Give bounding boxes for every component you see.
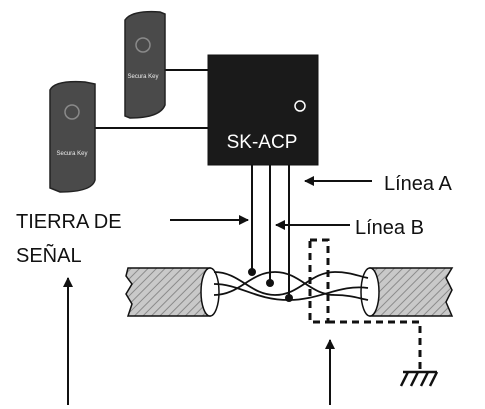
junction-line-a	[285, 294, 293, 302]
reader-2-brand: Secura Key	[56, 151, 87, 157]
label-signal-ground-1: TIERRA DE	[16, 211, 122, 233]
controller-box: SK-ACP	[207, 54, 319, 166]
shield-drain-dashed	[308, 238, 422, 370]
junction-line-b	[266, 279, 274, 287]
card-reader-1: Secura Key	[124, 10, 166, 119]
label-line-b: Línea B	[355, 217, 424, 239]
label-line-a: Línea A	[384, 173, 453, 195]
reader-1-sensor-icon	[135, 37, 151, 53]
label-signal-ground-2: SEÑAL	[16, 243, 82, 267]
cable-left	[125, 267, 220, 317]
controller-label: SK-ACP	[227, 132, 298, 153]
card-reader-2: Secura Key	[49, 80, 96, 193]
reader-2-sensor-icon	[64, 104, 80, 120]
status-led-icon	[294, 100, 306, 112]
cable-right	[360, 267, 454, 317]
ground-symbol-icon	[399, 370, 439, 387]
reader-1-brand: Secura Key	[127, 74, 158, 80]
junction-ground	[248, 268, 256, 276]
